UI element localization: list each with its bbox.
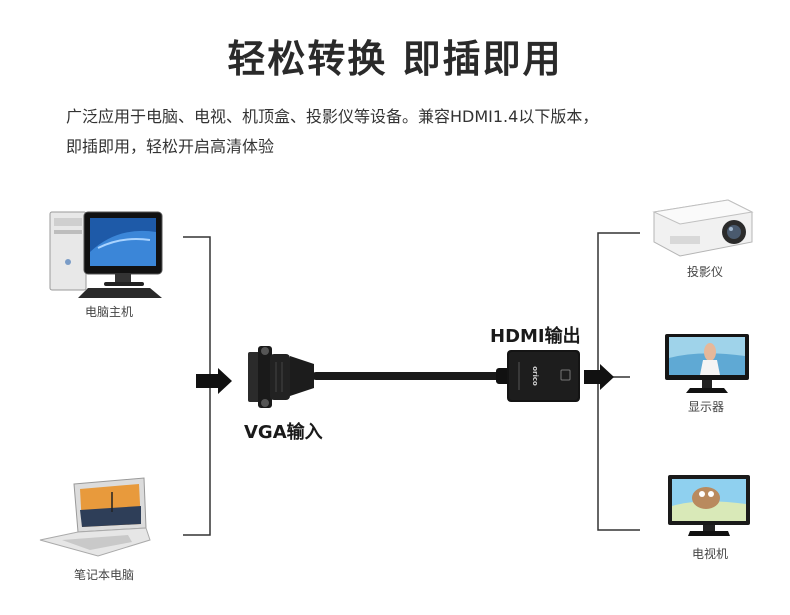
hdmi-adapter-box-icon (507, 350, 580, 402)
vga-connector-icon (248, 346, 314, 408)
description-line-2: 即插即用，轻松开启高清体验 (66, 137, 275, 156)
desktop-computer-icon (49, 211, 163, 298)
output-arrow-icon (584, 364, 614, 390)
input-arrow-icon (196, 368, 232, 394)
tv-icon (668, 475, 750, 536)
monitor-label: 显示器 (687, 400, 724, 414)
laptop-label: 笔记本电脑 (73, 568, 134, 582)
tv-label: 电视机 (691, 547, 728, 561)
description-line-1: 广泛应用于电脑、电视、机顶盒、投影仪等设备。兼容HDMI1.4以下版本， (66, 107, 599, 126)
projector-icon (652, 199, 754, 257)
adapter-cable (312, 368, 510, 384)
hdmi-output-label: HDMI输出 (490, 326, 581, 347)
laptop-icon (39, 477, 151, 557)
description: 广泛应用于电脑、电视、机顶盒、投影仪等设备。兼容HDMI1.4以下版本， 即插即… (66, 102, 756, 162)
desktop-label: 电脑主机 (84, 305, 133, 319)
page-title: 轻松转换 即插即用 (227, 37, 563, 81)
adapter-brand-text: orico (531, 366, 539, 386)
vga-input-label: VGA输入 (244, 422, 323, 443)
monitor-icon (665, 334, 749, 393)
projector-label: 投影仪 (686, 265, 723, 279)
